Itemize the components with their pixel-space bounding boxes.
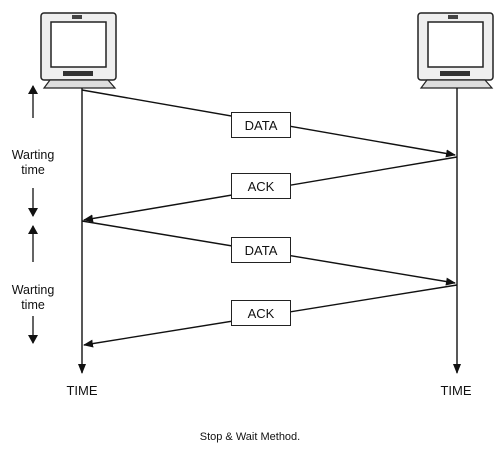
figure-caption: Stop & Wait Method. <box>199 431 301 443</box>
receiver-computer-icon <box>417 12 494 89</box>
receiver-time-label: TIME <box>440 383 472 398</box>
waiting-time-bracket-2 <box>28 225 38 344</box>
waiting-time-bracket-1 <box>28 85 38 217</box>
waiting-time-label-1: Warting time <box>0 148 68 178</box>
ack-message-box-2: ACK <box>231 300 291 326</box>
waiting-time-label-2: Warting time <box>0 283 68 313</box>
sender-computer-icon <box>40 12 117 89</box>
data-message-box-2: DATA <box>231 237 291 263</box>
sender-time-label: TIME <box>66 383 98 398</box>
waiting-time-label-1-line2: time <box>21 163 45 177</box>
waiting-time-label-2-line2: time <box>21 298 45 312</box>
waiting-time-label-1-line1: Warting <box>11 148 55 162</box>
waiting-time-label-2-line1: Warting <box>11 283 55 297</box>
ack-message-box-1: ACK <box>231 173 291 199</box>
data-message-box-1: DATA <box>231 112 291 138</box>
